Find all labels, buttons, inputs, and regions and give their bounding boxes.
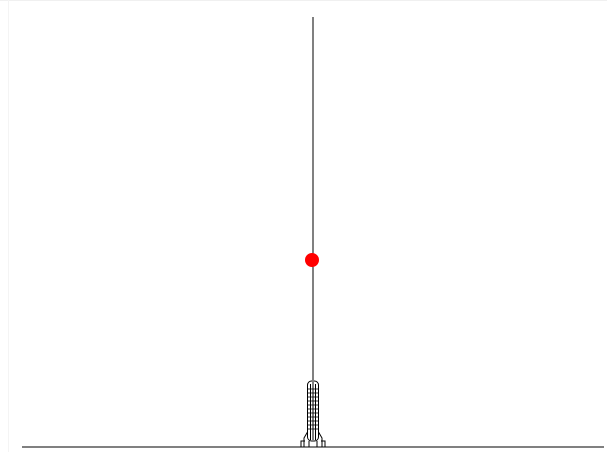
rocket-base[interactable] [301, 381, 325, 447]
red-ball[interactable] [305, 253, 319, 267]
